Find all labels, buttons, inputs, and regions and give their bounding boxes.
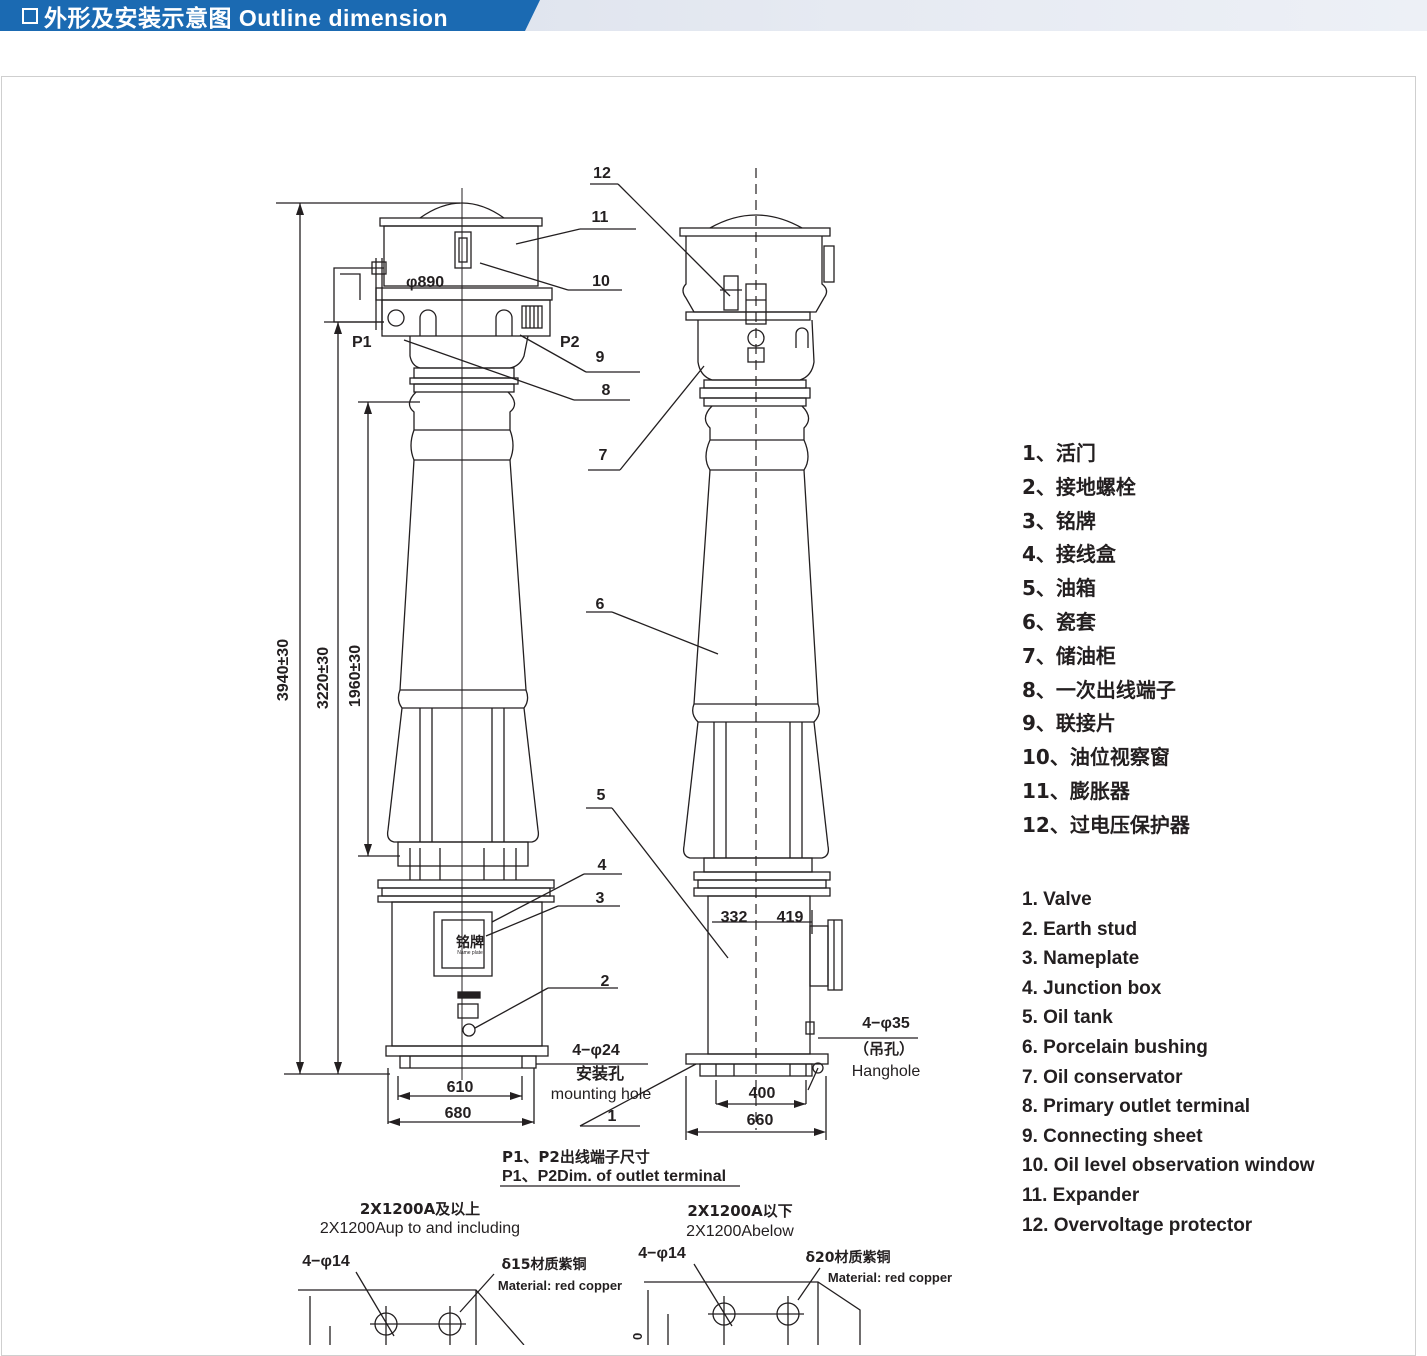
callout-6: 6 [596, 596, 605, 613]
detail-a-holes: 4−φ14 [302, 1253, 350, 1270]
dim-mount-holes: 4−φ24 [572, 1042, 620, 1059]
legend-en-item: 7. Oil conservator [1022, 1066, 1183, 1088]
detail-a-material-en: Material: red copper [498, 1278, 622, 1293]
callout-4: 4 [598, 857, 607, 874]
legend-en-item: 4. Junction box [1022, 977, 1162, 999]
callout-5: 5 [597, 787, 606, 804]
terminal-title-cn: P1、P2出线端子尺寸 [502, 1148, 650, 1166]
label-p2: P2 [560, 334, 580, 351]
legend-en-item: 1. Valve [1022, 889, 1092, 910]
detail-b-dim-partial: 0 [630, 1333, 645, 1340]
dim-base2-outer: 660 [747, 1112, 774, 1129]
callout-11: 11 [592, 209, 609, 226]
detail-a-material-cn: δ15材质紫铜 [501, 1256, 586, 1273]
legend-en-item: 9. Connecting sheet [1022, 1125, 1203, 1147]
legend-en-item: 8. Primary outlet terminal [1022, 1096, 1251, 1118]
label-mount-en: mounting hole [551, 1086, 652, 1103]
callout-10: 10 [592, 273, 610, 290]
legend-cn-item: 10、油位视察窗 [1022, 745, 1170, 770]
legend-cn-item: 7、储油柜 [1022, 643, 1116, 668]
legend-en-item: 3. Nameplate [1022, 948, 1140, 970]
header-tab: 外形及安装示意图 Outline dimension [0, 0, 540, 31]
detail-b-holes: 4−φ14 [638, 1245, 686, 1262]
legend-cn-item: 4、接线盒 [1022, 542, 1116, 567]
legend-en-item: 5. Oil tank [1022, 1007, 1113, 1029]
legend-en-item: 10. Oil level observation window [1022, 1155, 1315, 1177]
section-title: 外形及安装示意图 Outline dimension [44, 4, 449, 31]
callout-8: 8 [602, 382, 611, 399]
label-hang-cn: （吊孔） [854, 1040, 914, 1058]
detail-b-title-cn: 2X1200A以下 [687, 1202, 792, 1220]
legend-cn-item: 1、活门 [1022, 441, 1096, 465]
terminal-title-en: P1、P2Dim. of outlet terminal [502, 1168, 726, 1185]
dim-bushing-height: 1960±30 [347, 645, 364, 707]
callout-9: 9 [596, 349, 605, 366]
legend-en-item: 11. Expander [1022, 1184, 1140, 1206]
legend-chinese: 1、活门 2、接地螺栓 3、铭牌 4、接线盒 5、油箱 6、瓷套 7、储油柜 8… [1022, 440, 1190, 846]
dim-overall-height: 3940±30 [275, 639, 292, 701]
legend-cn-item: 6、瓷套 [1022, 609, 1096, 634]
legend-english: 1. Valve 2. Earth stud 3. Nameplate 4. J… [1022, 888, 1314, 1243]
detail-b-material-en: Material: red copper [828, 1270, 952, 1285]
detail-a-title-en: 2X1200Aup to and including [320, 1220, 520, 1237]
nameplate-cn: 铭牌 [456, 934, 484, 951]
legend-cn-item: 2、接地螺栓 [1022, 474, 1136, 499]
dim-hang-holes: 4−φ35 [862, 1015, 910, 1032]
legend-en-item: 6. Porcelain bushing [1022, 1036, 1208, 1058]
drawing-panel [1, 76, 1416, 1356]
legend-cn-item: 9、联接片 [1022, 711, 1116, 736]
detail-b-title-en: 2X1200Abelow [686, 1223, 794, 1240]
label-hang-en: Hanghole [852, 1063, 921, 1080]
label-mount-cn: 安装孔 [576, 1064, 624, 1083]
dim-phi890: φ890 [406, 274, 444, 291]
checkbox-square-icon [22, 7, 38, 24]
legend-en-item: 2. Earth stud [1022, 918, 1138, 940]
dim-base2-inner: 400 [749, 1085, 776, 1102]
callout-7: 7 [599, 447, 608, 464]
dim-base-outer: 680 [445, 1105, 472, 1122]
callout-1: 1 [608, 1108, 617, 1125]
dim-mid-height: 3220±30 [315, 647, 332, 709]
dim-base-inner: 610 [447, 1079, 474, 1096]
dim-offset-right: 419 [777, 909, 804, 926]
legend-cn-item: 3、铭牌 [1022, 508, 1096, 533]
detail-a-title-cn: 2X1200A及以上 [360, 1200, 480, 1218]
label-p1: P1 [352, 334, 372, 351]
legend-cn-item: 8、一次出线端子 [1022, 677, 1176, 702]
callout-2: 2 [601, 973, 610, 990]
nameplate-en: Name plate [457, 950, 483, 956]
legend-en-item: 12. Overvoltage protector [1022, 1214, 1253, 1236]
dim-offset-left: 332 [721, 909, 748, 926]
callout-12: 12 [593, 165, 611, 182]
legend-cn-item: 12、过电压保护器 [1022, 812, 1190, 837]
detail-b-material-cn: δ20材质紫铜 [805, 1249, 890, 1266]
callout-3: 3 [596, 890, 605, 907]
legend-cn-item: 11、膨胀器 [1022, 778, 1130, 803]
legend-cn-item: 5、油箱 [1022, 576, 1096, 601]
